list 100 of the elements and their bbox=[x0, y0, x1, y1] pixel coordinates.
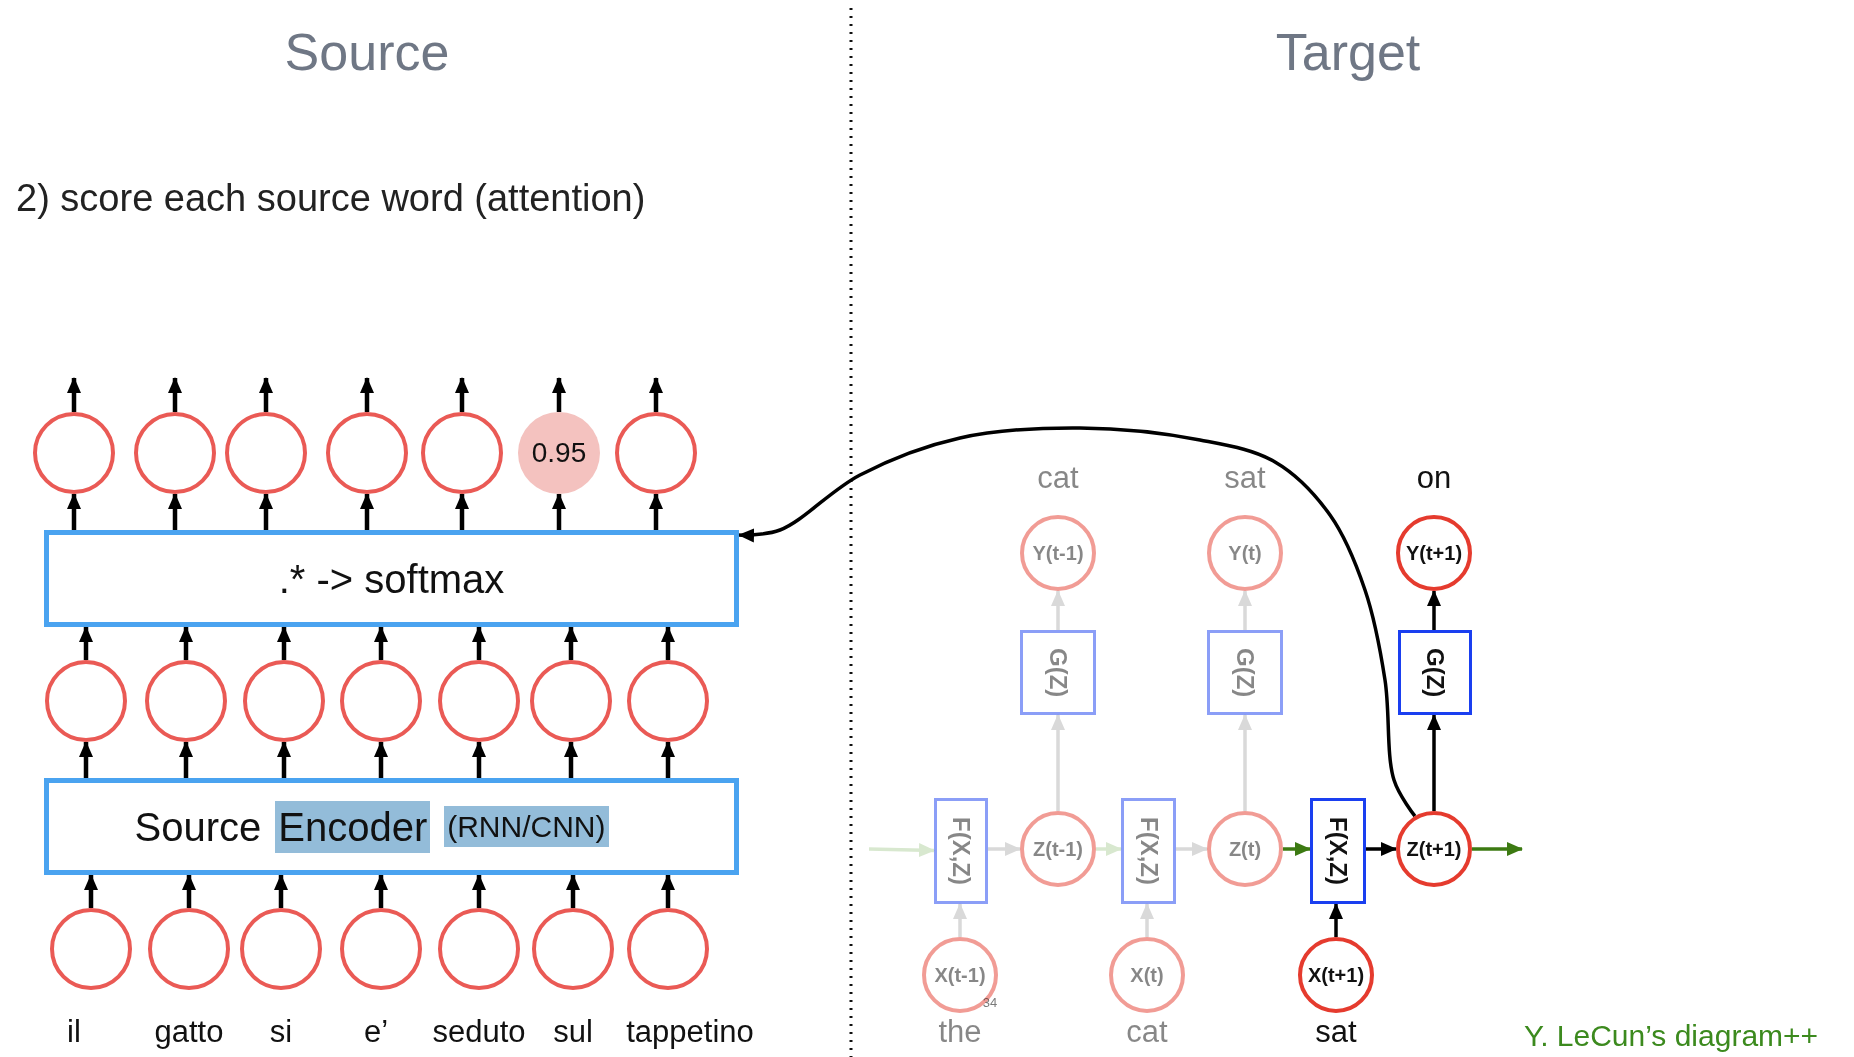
arrow bbox=[472, 741, 486, 778]
arrow bbox=[374, 874, 388, 908]
word-label: seduto bbox=[432, 1014, 526, 1050]
node-label: X(t+1) bbox=[1307, 964, 1365, 986]
arrow bbox=[738, 426, 1417, 818]
node-label: F(X,Z) bbox=[1324, 817, 1352, 885]
function-box bbox=[1398, 630, 1472, 715]
arrow bbox=[67, 377, 81, 412]
neuron-circle bbox=[145, 660, 227, 742]
arrow bbox=[564, 741, 578, 778]
arrow bbox=[360, 493, 374, 530]
word-label: cat bbox=[1126, 1014, 1168, 1050]
arrow bbox=[182, 874, 196, 908]
node-label: Z(t-1) bbox=[1033, 838, 1083, 860]
word-label: si bbox=[269, 1014, 293, 1050]
function-box bbox=[1121, 798, 1176, 904]
arrow bbox=[661, 874, 675, 908]
arrow bbox=[661, 626, 675, 660]
arrow bbox=[179, 741, 193, 778]
word-label: e’ bbox=[363, 1014, 389, 1050]
word-label: cat bbox=[1037, 460, 1079, 496]
node-label: Z(t) bbox=[1228, 838, 1262, 860]
node-label: G(Z) bbox=[1044, 647, 1072, 698]
encoder-box bbox=[44, 778, 739, 875]
function-box bbox=[1310, 798, 1366, 904]
neuron-circle bbox=[45, 660, 127, 742]
state-circle bbox=[1207, 811, 1283, 887]
node-label: 0.95 bbox=[531, 437, 587, 469]
section-heading: Target bbox=[1275, 23, 1421, 83]
neuron-circle bbox=[627, 908, 709, 990]
arrow bbox=[277, 741, 291, 778]
neuron-circle bbox=[627, 660, 709, 742]
function-box bbox=[1020, 630, 1096, 715]
arrow bbox=[79, 626, 93, 660]
state-circle bbox=[1207, 515, 1283, 591]
arrow bbox=[552, 377, 566, 412]
state-circle bbox=[1020, 811, 1096, 887]
neuron-circle bbox=[33, 412, 115, 494]
neuron-circle bbox=[615, 412, 697, 494]
arrow bbox=[564, 626, 578, 660]
arrow bbox=[179, 626, 193, 660]
node-label: X(t) bbox=[1130, 964, 1164, 986]
arrow bbox=[374, 626, 388, 660]
neuron-circle bbox=[243, 660, 325, 742]
state-circle bbox=[1396, 515, 1472, 591]
node-label: G(Z) bbox=[1231, 647, 1259, 698]
arrow bbox=[552, 493, 566, 530]
node-label: Y(t-1) bbox=[1032, 542, 1084, 564]
word-label: sat bbox=[1224, 460, 1266, 496]
node-label: G(Z) bbox=[1421, 647, 1449, 698]
neuron-circle bbox=[340, 660, 422, 742]
arrow bbox=[1283, 842, 1311, 856]
node-label: Z(t+1) bbox=[1406, 838, 1462, 860]
neuron-circle bbox=[438, 908, 520, 990]
softmax-box bbox=[44, 530, 739, 627]
arrow bbox=[67, 493, 81, 530]
function-box bbox=[1207, 630, 1283, 715]
arrow bbox=[1140, 903, 1154, 937]
node-label: .* -> softmax bbox=[278, 556, 505, 601]
neuron-circle bbox=[421, 412, 503, 494]
neuron-circle bbox=[240, 908, 322, 990]
arrow bbox=[868, 843, 935, 858]
arrow bbox=[259, 377, 273, 412]
arrow bbox=[1472, 842, 1523, 856]
state-circle bbox=[1298, 937, 1374, 1013]
arrow bbox=[374, 741, 388, 778]
neuron-circle bbox=[340, 908, 422, 990]
word-label: il bbox=[67, 1014, 81, 1050]
state-circle bbox=[922, 937, 998, 1013]
neuron-circle bbox=[530, 660, 612, 742]
word-label: gatto bbox=[154, 1014, 224, 1050]
arrow bbox=[649, 377, 663, 412]
word-label: sat bbox=[1315, 1014, 1357, 1050]
word-label: on bbox=[1416, 460, 1452, 496]
arrow bbox=[84, 874, 98, 908]
node-label: Y(t+1) bbox=[1405, 542, 1463, 564]
arrow bbox=[1427, 714, 1441, 811]
arrow bbox=[1329, 903, 1343, 937]
section-heading: Source bbox=[284, 23, 450, 83]
neuron-circle bbox=[225, 412, 307, 494]
neuron-circle bbox=[148, 908, 230, 990]
arrow bbox=[259, 493, 273, 530]
arrow bbox=[277, 626, 291, 660]
arrow bbox=[274, 874, 288, 908]
highlighted-text: (RNN/CNN) bbox=[444, 806, 609, 847]
arrow bbox=[1051, 590, 1065, 630]
arrow bbox=[1238, 590, 1252, 630]
neuron-circle bbox=[50, 908, 132, 990]
node-label: F(X,Z) bbox=[1135, 817, 1162, 885]
state-circle bbox=[1109, 937, 1185, 1013]
arrow bbox=[168, 493, 182, 530]
arrow bbox=[472, 874, 486, 908]
arrow bbox=[455, 377, 469, 412]
node-label: F(X,Z) bbox=[947, 817, 975, 885]
arrow bbox=[1051, 714, 1065, 811]
arrow bbox=[566, 874, 580, 908]
arrow bbox=[649, 493, 663, 530]
arrow bbox=[1096, 842, 1122, 856]
neuron-circle bbox=[438, 660, 520, 742]
arrow bbox=[1427, 590, 1441, 630]
